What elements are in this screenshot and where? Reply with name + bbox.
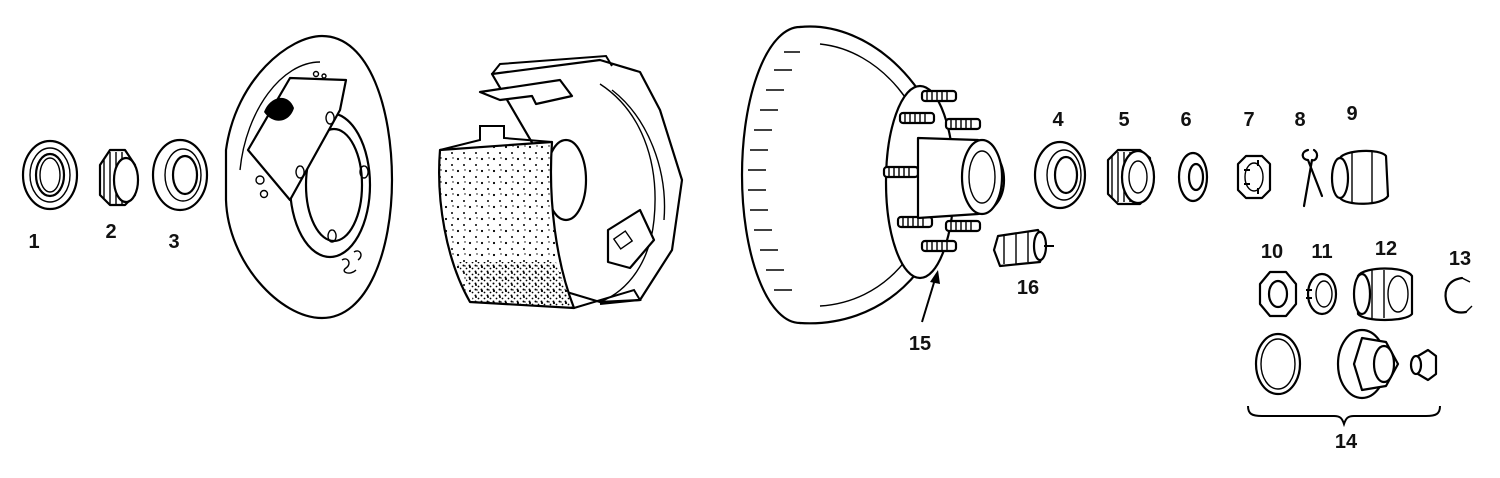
pointer-arrow-15: [921, 275, 937, 323]
label-7: 7: [1243, 109, 1254, 131]
small-plug: [1409, 348, 1438, 382]
part-12-hub-cap: [1352, 267, 1414, 322]
label-15: 15: [909, 333, 931, 355]
label-8: 8: [1294, 109, 1305, 131]
label-12: 12: [1375, 238, 1397, 260]
part-11-tab-washer: [1306, 272, 1338, 316]
label-14: 14: [1335, 431, 1358, 453]
label-16: 16: [1017, 277, 1039, 299]
label-11: 11: [1311, 241, 1332, 263]
label-10: 10: [1261, 241, 1283, 263]
part-2-inner-bearing: [98, 148, 140, 207]
brake-drum-hub: [740, 25, 1006, 325]
part-14-kit: [1247, 328, 1441, 428]
part-10-nut: [1258, 270, 1298, 318]
label-1: 1: [28, 231, 39, 253]
brake-backing-plate: [224, 34, 394, 320]
wheel-stud: [920, 89, 958, 103]
part-3-bearing-cup: [151, 138, 209, 212]
kit-brace: [1247, 405, 1441, 428]
part-9-grease-cap: [1330, 149, 1390, 205]
wheel-stud: [898, 111, 936, 125]
part-1-seal-ring: [21, 139, 79, 211]
label-6: 6: [1180, 109, 1191, 131]
wheel-stud: [920, 239, 958, 253]
label-3: 3: [168, 231, 179, 253]
o-ring: [1254, 332, 1302, 396]
part-13-rubber-plug: [1444, 276, 1473, 314]
part-8-cotter-pin: [1301, 148, 1324, 208]
label-13: 13: [1449, 248, 1471, 270]
hex-cap: [1336, 328, 1400, 400]
pointer-arrowhead-15: [930, 270, 940, 284]
label-4: 4: [1052, 109, 1064, 131]
label-9: 9: [1346, 103, 1357, 125]
brake-shoe-assembly: [438, 54, 684, 310]
wheel-stud: [944, 117, 982, 131]
part-16-lug-nut: [992, 228, 1054, 268]
wheel-stud: [944, 219, 982, 233]
wheel-stud: [882, 165, 920, 179]
part-4-bearing-cup: [1033, 140, 1087, 210]
part-7-castle-nut: [1236, 154, 1272, 200]
part-5-outer-bearing: [1106, 148, 1156, 206]
label-2: 2: [105, 221, 116, 243]
part-6-washer: [1177, 151, 1209, 203]
label-5: 5: [1118, 109, 1129, 131]
